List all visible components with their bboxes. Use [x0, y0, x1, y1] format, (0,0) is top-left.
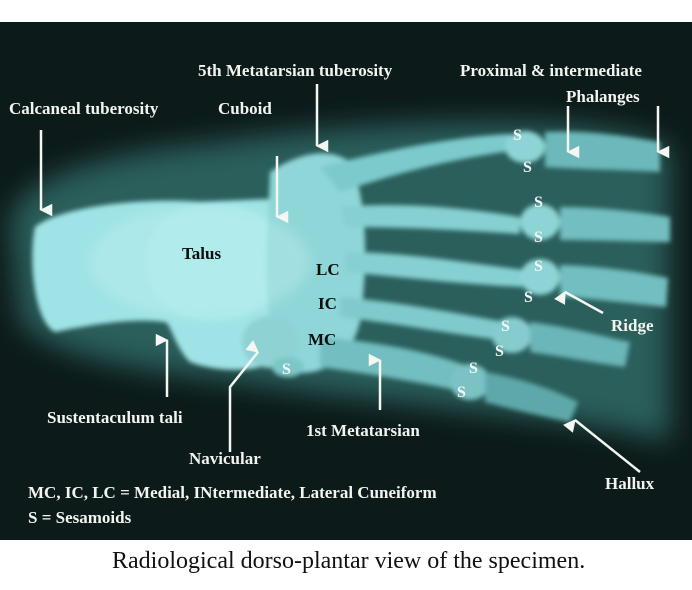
- sesamoid-marker: S: [523, 159, 532, 176]
- label-phalanges: Phalanges: [566, 87, 640, 106]
- metatarsal-2: [340, 297, 505, 340]
- label-ridge: Ridge: [611, 316, 654, 335]
- phalanx-3: [560, 265, 668, 307]
- metatarsal-1: [320, 337, 470, 392]
- label-ic: IC: [318, 294, 337, 313]
- annotation-arrows: [39, 84, 670, 473]
- xray-image: [10, 84, 670, 473]
- label-cuboid: Cuboid: [218, 99, 272, 118]
- legend-cuneiform: MC, IC, LC = Medial, INtermediate, Later…: [28, 483, 437, 502]
- label-lc: LC: [316, 260, 340, 279]
- sesamoid-marker: S: [534, 229, 543, 246]
- sesamoid-marker: S: [495, 343, 504, 360]
- sesamoid-marker: S: [534, 258, 543, 275]
- label-proximal-intermediate: Proximal & intermediate: [460, 61, 642, 80]
- sesamoid-marker: S: [524, 289, 533, 306]
- label-talus: Talus: [182, 244, 222, 263]
- label-5th-metatarsian-tuberosity: 5th Metatarsian tuberosity: [198, 61, 393, 80]
- figure-caption: Radiological dorso-plantar view of the s…: [112, 548, 586, 574]
- label-calcaneal-tuberosity: Calcaneal tuberosity: [9, 99, 159, 118]
- label-sustentaculum-tali: Sustentaculum tali: [47, 408, 183, 427]
- metatarsal-3: [345, 252, 525, 287]
- sesamoid-marker: S: [282, 361, 291, 378]
- sesamoid-marker: S: [534, 194, 543, 211]
- legend-sesamoids: S = Sesamoids: [28, 508, 132, 527]
- arrow-ridge: [554, 290, 604, 315]
- sesamoid-marker: S: [501, 318, 510, 335]
- label-mc: MC: [308, 330, 337, 349]
- metatarsal-4: [340, 205, 520, 234]
- sesamoid-marker: S: [513, 127, 522, 144]
- xray-figure: 5th Metatarsian tuberosity Proximal & in…: [0, 22, 692, 540]
- sesamoid-marker: S: [457, 384, 466, 401]
- phalanx-2: [530, 322, 630, 367]
- phalanx-4: [560, 207, 670, 242]
- arrow-navicular: [228, 340, 259, 452]
- label-1st-metatarsian: 1st Metatarsian: [306, 421, 420, 440]
- bone-glow: [90, 207, 310, 317]
- label-navicular: Navicular: [189, 449, 261, 468]
- phalanx-5: [545, 131, 660, 172]
- arrow-hallux: [563, 419, 641, 473]
- sesamoid-marker: S: [469, 360, 478, 377]
- metatarsal-5: [320, 134, 520, 192]
- phalanx-1: [485, 372, 578, 422]
- label-hallux: Hallux: [605, 474, 655, 493]
